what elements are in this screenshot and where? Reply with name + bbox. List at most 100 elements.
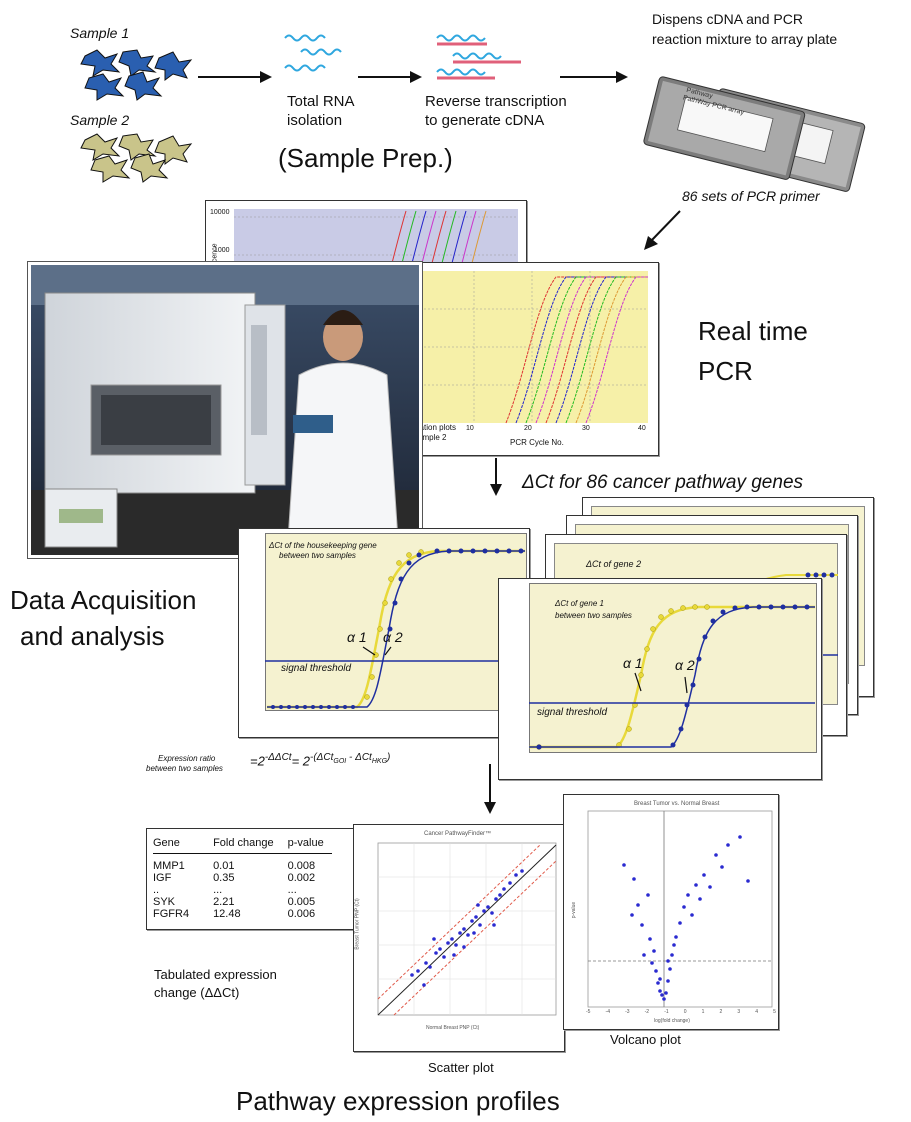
formula-exp1: -ΔΔCt	[264, 752, 292, 763]
hkg-alpha-1: α 1	[347, 629, 367, 645]
rna-strands-icon	[284, 34, 342, 72]
formula-mid: - ΔCt	[346, 752, 372, 763]
table-cell: ...	[287, 884, 297, 896]
table-cell: 0.008	[287, 860, 316, 872]
table-cell: FGFR4	[153, 908, 190, 920]
table-header-pvalue: p-value	[281, 837, 332, 854]
array-plates	[643, 76, 866, 192]
front-xtick-30: 30	[582, 425, 590, 432]
realtime-title-line1: Real time	[698, 316, 808, 346]
hkg-threshold-label: signal threshold	[281, 663, 352, 674]
sample-2-label: Sample 2	[70, 112, 130, 128]
amp-caption-line1: lification plots	[408, 423, 457, 432]
formula-eq1: =2	[250, 753, 265, 769]
table-cell: ..	[153, 884, 160, 896]
volcano-xtick: 2	[719, 1009, 723, 1015]
volcano-chart	[587, 810, 773, 1008]
volcano-x-axis-label: log(fold change)	[654, 1018, 690, 1024]
scatter-chart	[377, 842, 557, 1016]
formula-exp2: -(ΔCt	[310, 752, 334, 763]
gene2-caption: ΔCt of gene 2	[586, 559, 642, 569]
volcano-x-ticks: -5 -4 -3 -2 -1 0 1 2 3 4 5	[586, 1009, 776, 1015]
acquisition-line2: and analysis	[20, 621, 165, 651]
formula-sub1: GOI	[333, 758, 347, 765]
gene1-alpha-1: α 1	[623, 655, 643, 671]
table-cell: 12.48	[213, 908, 241, 920]
table-cell: 0.01	[213, 860, 235, 872]
gene1-alpha-2: α 2	[675, 657, 695, 673]
volcano-xtick: -2	[644, 1009, 650, 1015]
arrow-cdna-to-plate	[560, 71, 628, 83]
table-caption-line1: Tabulated expression	[154, 967, 277, 982]
arrow-formula-to-profiles	[484, 764, 496, 814]
amplification-plot-front: 10 20 30 40 PCR Cycle No. lification plo…	[385, 262, 659, 456]
volcano-caption: Volcano plot	[610, 1032, 681, 1047]
sample-1-cells	[80, 49, 193, 101]
arrow-rna-to-cdna	[358, 71, 422, 83]
dispense-line2: reaction mixture to array plate	[652, 31, 838, 47]
formula-desc-line1: Expression ratio	[158, 754, 216, 763]
table-cell: SYK	[153, 896, 176, 908]
back-ytick-1000: 1000	[214, 247, 230, 254]
volcano-xtick: 0	[683, 1009, 687, 1015]
table-cell: MMP1	[153, 860, 185, 872]
pathway-profiles-title: Pathway expression profiles	[236, 1086, 560, 1116]
front-xtick-20: 20	[524, 425, 532, 432]
formula-close: )	[387, 752, 391, 763]
rt-label-line2: to generate cDNA	[425, 112, 545, 129]
volcano-title: Breast Tumor vs. Normal Breast	[634, 801, 720, 807]
dispense-line1: Dispens cDNA and PCR	[652, 11, 803, 27]
table-cell: ...	[213, 884, 223, 896]
back-ytick-10000: 10000	[210, 209, 230, 216]
volcano-plot-panel: Breast Tumor vs. Normal Breast -5 -4 -3 …	[563, 794, 779, 1030]
sample-1-label: Sample 1	[70, 25, 130, 41]
cdna-strands-icon	[436, 34, 521, 80]
gene1-delta-ct-panel: ΔCt of gene 1 between two samples α 1 α …	[498, 578, 822, 780]
front-xtick-10: 10	[466, 425, 474, 432]
volcano-y-axis-label: p-value	[571, 901, 578, 919]
scatter-title: Cancer PathwayFinder™	[424, 831, 492, 837]
gene1-caption-line2: between two samples	[555, 611, 632, 620]
lab-photo	[27, 261, 423, 559]
table-caption-line2: change (ΔΔCt)	[154, 985, 240, 1000]
amp-caption-line2: sample 2	[414, 433, 447, 442]
total-rna-label: Total RNA	[287, 93, 355, 110]
table-cell: 0.002	[287, 872, 316, 884]
isolation-label: isolation	[287, 112, 343, 129]
arrow-plate-to-pcr	[644, 210, 681, 250]
expression-formula: =2-ΔΔCt= 2-(ΔCtGOI - ΔCtHKG)	[250, 752, 390, 768]
volcano-xtick: 4	[755, 1009, 759, 1015]
volcano-xtick: 5	[773, 1009, 776, 1015]
housekeeping-delta-ct-panel: ΔCt of the housekeeping gene between two…	[238, 528, 530, 738]
arrow-pcr-to-dct	[490, 458, 502, 496]
volcano-xtick: 1	[701, 1009, 705, 1015]
gene1-threshold-label: signal threshold	[537, 707, 608, 718]
sample-2-cells	[80, 133, 193, 183]
delta-ct-heading: ΔCt for 86 cancer pathway genes	[522, 472, 804, 493]
formula-desc-line2: between two samples	[146, 764, 223, 773]
volcano-xtick: -4	[605, 1009, 610, 1015]
front-xtick-40: 40	[638, 425, 646, 432]
scatter-y-axis-label: Breast Tumor PNP (Ct)	[354, 898, 361, 950]
rt-label-line1: Reverse transcription	[425, 93, 567, 110]
volcano-xtick: -5	[586, 1009, 591, 1015]
acquisition-line1: Data Acquisition	[10, 585, 197, 615]
volcano-xtick: 3	[737, 1009, 741, 1015]
table-cell: 2.21	[213, 896, 235, 908]
table-header-gene: Gene	[153, 837, 198, 854]
scatter-x-axis-label: Normal Breast PNP (Ct)	[426, 1025, 480, 1031]
table-cell: 0.35	[213, 872, 235, 884]
hkg-caption-line2: between two samples	[279, 551, 356, 560]
formula-eq2: = 2	[291, 753, 311, 769]
gene1-caption-line1: ΔCt of gene 1	[555, 599, 604, 608]
table-cell: 0.005	[287, 896, 316, 908]
front-x-axis-label: PCR Cycle No.	[510, 438, 564, 447]
primer-sets-label: 86 sets of PCR primer	[682, 188, 820, 204]
realtime-title-line2: PCR	[698, 356, 753, 386]
scatter-plot-panel: Cancer PathwayFinder™ Normal Breast PNP …	[353, 824, 565, 1052]
table-header-fold: Fold change	[197, 837, 282, 854]
table-cell: 0.006	[287, 908, 316, 920]
sample-prep-caption: (Sample Prep.)	[278, 143, 453, 173]
hkg-alpha-2: α 2	[383, 629, 403, 645]
